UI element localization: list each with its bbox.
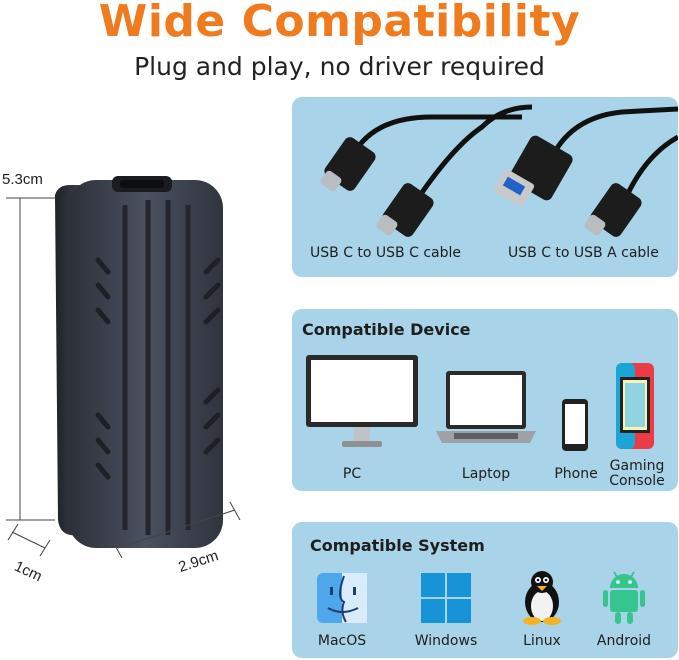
phone-icon bbox=[562, 399, 588, 451]
usb-a-connector-icon bbox=[493, 135, 573, 207]
devices-panel-title: Compatible Device bbox=[302, 320, 471, 339]
devices-panel: Compatible Device PC Laptop Phone Gaming… bbox=[292, 309, 678, 491]
system-label-android: Android bbox=[596, 633, 652, 649]
page-title: Wide Compatibility bbox=[98, 0, 581, 47]
device-label-pc: PC bbox=[342, 466, 362, 482]
windows-logo-icon bbox=[421, 573, 471, 623]
macos-finder-icon bbox=[317, 573, 367, 623]
gaming-console-icon bbox=[616, 363, 654, 449]
pc-monitor-icon bbox=[306, 355, 418, 447]
laptop-icon bbox=[436, 371, 536, 443]
page-subtitle: Plug and play, no driver required bbox=[134, 52, 545, 81]
cable-label-c-to-c: USB C to USB C cable bbox=[310, 245, 461, 261]
linux-tux-icon bbox=[523, 571, 561, 625]
device-label-phone: Phone bbox=[554, 466, 598, 482]
cable-illustrations bbox=[320, 104, 678, 237]
height-dimension-label: 5.3cm bbox=[2, 171, 43, 188]
device-label-gaming-line1: Gaming bbox=[609, 458, 665, 474]
device-label-gaming-console: Gaming Console bbox=[602, 459, 672, 489]
product-illustration bbox=[6, 176, 241, 559]
systems-panel-title: Compatible System bbox=[310, 536, 485, 555]
cable-label-c-to-a: USB C to USB A cable bbox=[508, 245, 659, 261]
usb-c-connector-icon bbox=[376, 183, 434, 237]
system-label-macos: MacOS bbox=[317, 633, 367, 649]
system-label-linux: Linux bbox=[523, 633, 561, 649]
usb-c-connector-icon bbox=[584, 183, 642, 237]
android-robot-icon bbox=[603, 571, 645, 624]
systems-panel: Compatible System MacOS Windows Linux bbox=[292, 522, 678, 658]
usb-c-connector-icon bbox=[320, 137, 376, 192]
cables-panel: USB C to USB C cable USB C to USB A cabl… bbox=[292, 97, 678, 277]
device-label-laptop: Laptop bbox=[461, 466, 511, 482]
device-label-gaming-line2: Console bbox=[609, 473, 665, 489]
system-label-windows: Windows bbox=[414, 633, 478, 649]
